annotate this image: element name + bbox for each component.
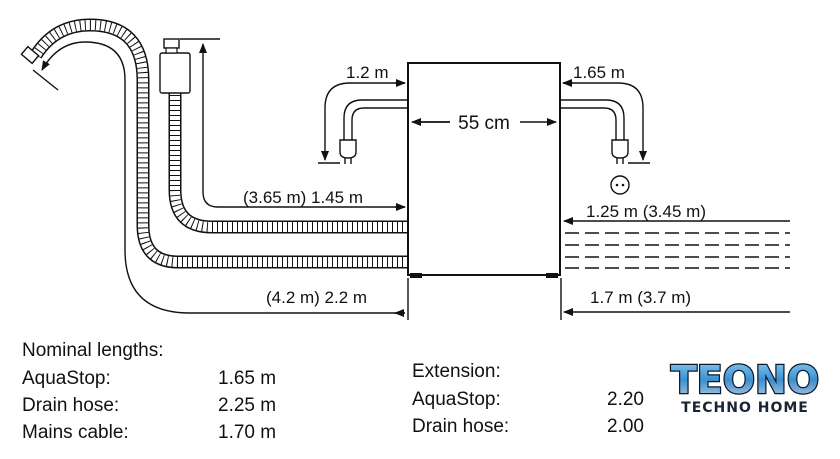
aquastop-valve-icon	[159, 52, 191, 94]
logo-tagline: TECHNO HOME	[681, 400, 809, 416]
drain-left-label: (4.2 m) 2.2 m	[266, 288, 367, 307]
logo-brand: TEONO	[671, 358, 819, 402]
teono-logo: TEONO TECHNO HOME	[670, 357, 821, 416]
inlet-right-label: 1.25 m (3.45 m)	[586, 202, 706, 221]
nominal-value: 1.70 m	[218, 422, 276, 443]
extension-value: 2.20	[607, 389, 644, 410]
cable-right-label: 1.65 m	[573, 63, 625, 82]
extension-heading: Extension:	[412, 361, 501, 382]
cable-left-label: 1.2 m	[346, 63, 389, 82]
width-label: 55 cm	[458, 113, 510, 134]
nominal-label: Drain hose:	[22, 395, 119, 416]
hose-extension-lines	[565, 232, 790, 269]
dishwasher-body	[407, 62, 561, 276]
socket-icon	[610, 175, 630, 195]
drain-length-arrow	[41, 41, 405, 314]
plug-icon	[339, 139, 357, 159]
extension-label: AquaStop:	[412, 389, 501, 410]
extension-table: Extension: AquaStop: 2.20 Drain hose: 2.…	[412, 361, 644, 437]
nominal-value: 2.25 m	[218, 395, 276, 416]
extension-value: 2.00	[607, 416, 644, 437]
inlet-hose	[159, 38, 408, 234]
inlet-left-label: (3.65 m) 1.45 m	[243, 188, 363, 207]
drain-nozzle-icon	[20, 45, 40, 65]
extension-label: Drain hose:	[412, 416, 509, 437]
nominal-value: 1.65 m	[218, 368, 276, 389]
drain-right-label: 1.7 m (3.7 m)	[590, 288, 691, 307]
mains-cable-left	[343, 99, 408, 140]
mains-cable-right	[560, 99, 625, 140]
inlet-length-arrow	[199, 43, 405, 208]
nominal-lengths-table: Nominal lengths: AquaStop: 1.65 m Drain …	[22, 340, 276, 443]
drain-hose	[20, 18, 408, 269]
nominal-label: Mains cable:	[22, 422, 129, 443]
nominal-heading: Nominal lengths:	[22, 340, 164, 361]
nominal-label: AquaStop:	[22, 368, 111, 389]
plug-icon	[611, 139, 629, 159]
